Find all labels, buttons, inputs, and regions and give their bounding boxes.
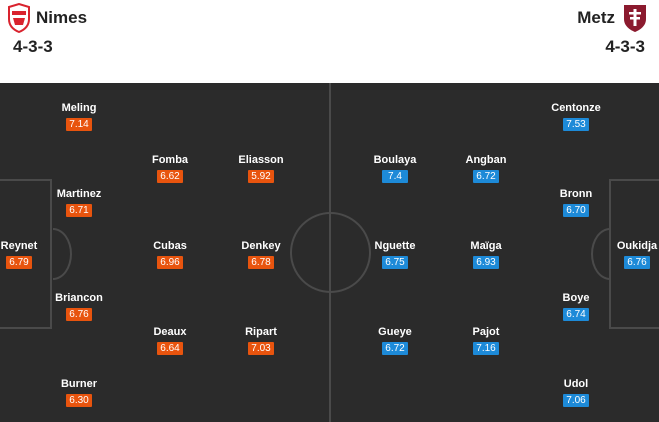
player-name: Cubas bbox=[153, 240, 187, 252]
player-rating: 6.96 bbox=[157, 256, 183, 269]
home-formation: 4-3-3 bbox=[13, 37, 53, 56]
player-name: Eliasson bbox=[238, 154, 284, 166]
player-name: Briancon bbox=[55, 292, 103, 304]
player-rating: 6.64 bbox=[157, 342, 183, 355]
player-name: Meling bbox=[61, 102, 97, 114]
player-rating: 6.79 bbox=[6, 256, 32, 269]
pitch: Reynet 6.79 Meling 7.14 Martinez 6.71 Br… bbox=[0, 83, 659, 422]
player-card[interactable]: Cubas 6.96 bbox=[130, 240, 210, 270]
player-rating: 6.93 bbox=[473, 256, 499, 269]
player-name: Pajot bbox=[472, 326, 500, 338]
center-circle bbox=[290, 212, 371, 293]
player-card[interactable]: Bronn 6.70 bbox=[536, 188, 616, 218]
player-card[interactable]: Maïga 6.93 bbox=[446, 240, 526, 270]
player-card[interactable]: Denkey 6.78 bbox=[221, 240, 301, 270]
away-penalty-box bbox=[609, 179, 659, 329]
player-card[interactable]: Centonze 7.53 bbox=[536, 102, 616, 132]
player-name: Boulaya bbox=[373, 154, 417, 166]
player-rating: 6.72 bbox=[382, 342, 408, 355]
player-rating: 6.71 bbox=[66, 204, 92, 217]
player-rating: 7.14 bbox=[66, 118, 92, 131]
player-rating: 6.30 bbox=[66, 394, 92, 407]
player-rating: 7.03 bbox=[248, 342, 274, 355]
player-card[interactable]: Reynet 6.79 bbox=[0, 240, 59, 270]
player-name: Boye bbox=[562, 292, 590, 304]
player-rating: 6.78 bbox=[248, 256, 274, 269]
player-name: Deaux bbox=[153, 326, 187, 338]
player-card[interactable]: Nguette 6.75 bbox=[355, 240, 435, 270]
player-card[interactable]: Oukidja 6.76 bbox=[597, 240, 659, 270]
nimes-crest-icon bbox=[8, 3, 30, 33]
player-card[interactable]: Martinez 6.71 bbox=[39, 188, 119, 218]
home-penalty-box bbox=[0, 179, 52, 329]
player-name: Udol bbox=[563, 378, 589, 390]
player-rating: 6.76 bbox=[66, 308, 92, 321]
player-name: Reynet bbox=[0, 240, 38, 252]
player-card[interactable]: Eliasson 5.92 bbox=[221, 154, 301, 184]
player-card[interactable]: Angban 6.72 bbox=[446, 154, 526, 184]
player-rating: 6.62 bbox=[157, 170, 183, 183]
player-name: Ripart bbox=[245, 326, 277, 338]
player-card[interactable]: Ripart 7.03 bbox=[221, 326, 301, 356]
player-card[interactable]: Briancon 6.76 bbox=[39, 292, 119, 322]
player-rating: 7.06 bbox=[563, 394, 589, 407]
away-team-name: Metz bbox=[577, 8, 615, 27]
player-card[interactable]: Meling 7.14 bbox=[39, 102, 119, 132]
match-header: Nimes 4-3-3 Metz 4-3-3 bbox=[0, 0, 659, 80]
player-rating: 5.92 bbox=[248, 170, 274, 183]
player-rating: 7.4 bbox=[382, 170, 408, 183]
player-name: Martinez bbox=[56, 188, 102, 200]
player-card[interactable]: Deaux 6.64 bbox=[130, 326, 210, 356]
player-name: Centonze bbox=[551, 102, 601, 114]
player-rating: 7.53 bbox=[563, 118, 589, 131]
player-card[interactable]: Boye 6.74 bbox=[536, 292, 616, 322]
player-rating: 6.76 bbox=[624, 256, 650, 269]
player-name: Gueye bbox=[378, 326, 412, 338]
player-name: Angban bbox=[465, 154, 507, 166]
player-rating: 7.16 bbox=[473, 342, 499, 355]
player-name: Nguette bbox=[374, 240, 416, 252]
player-name: Fomba bbox=[151, 154, 189, 166]
player-name: Denkey bbox=[241, 240, 281, 252]
player-name: Oukidja bbox=[616, 240, 658, 252]
player-name: Bronn bbox=[559, 188, 593, 200]
player-rating: 6.72 bbox=[473, 170, 499, 183]
player-card[interactable]: Pajot 7.16 bbox=[446, 326, 526, 356]
player-rating: 6.70 bbox=[563, 204, 589, 217]
metz-crest-icon bbox=[624, 5, 646, 32]
player-card[interactable]: Fomba 6.62 bbox=[130, 154, 210, 184]
player-card[interactable]: Gueye 6.72 bbox=[355, 326, 435, 356]
away-formation: 4-3-3 bbox=[605, 37, 645, 56]
player-name: Burner bbox=[60, 378, 98, 390]
player-card[interactable]: Burner 6.30 bbox=[39, 378, 119, 408]
player-name: Maïga bbox=[470, 240, 502, 252]
player-rating: 6.75 bbox=[382, 256, 408, 269]
home-team-name: Nimes bbox=[36, 8, 88, 27]
player-card[interactable]: Udol 7.06 bbox=[536, 378, 616, 408]
player-card[interactable]: Boulaya 7.4 bbox=[355, 154, 435, 184]
player-rating: 6.74 bbox=[563, 308, 589, 321]
